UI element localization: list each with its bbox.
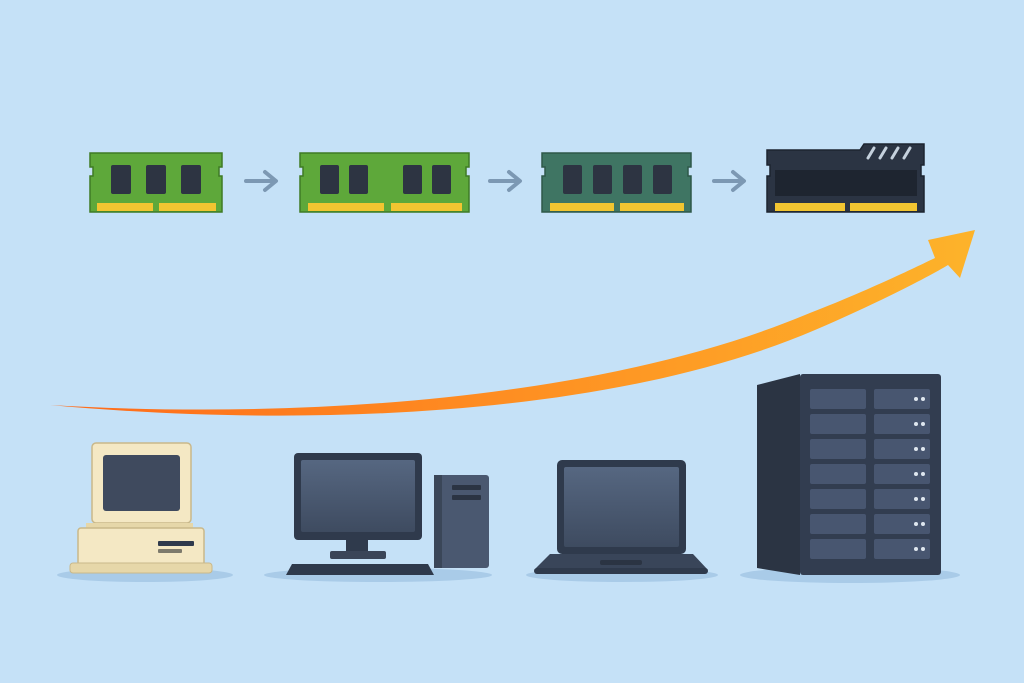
arrow-right-icon	[244, 170, 278, 192]
server-bays-right	[874, 389, 930, 559]
ram-module-heatsink	[766, 143, 925, 213]
server-bays-left	[810, 389, 866, 559]
ram-module-1	[89, 152, 223, 213]
ram-module-3	[541, 152, 692, 213]
vintage-computer-icon	[57, 442, 233, 582]
arrow-right-icon	[712, 170, 746, 192]
trend-arrow	[50, 230, 975, 416]
desktop-pc-icon	[264, 453, 492, 582]
arrow-right-icon	[488, 170, 522, 192]
server-status-leds	[914, 397, 925, 551]
laptop-icon	[526, 460, 718, 582]
server-rack-icon	[740, 374, 960, 583]
ram-module-2	[299, 152, 470, 213]
